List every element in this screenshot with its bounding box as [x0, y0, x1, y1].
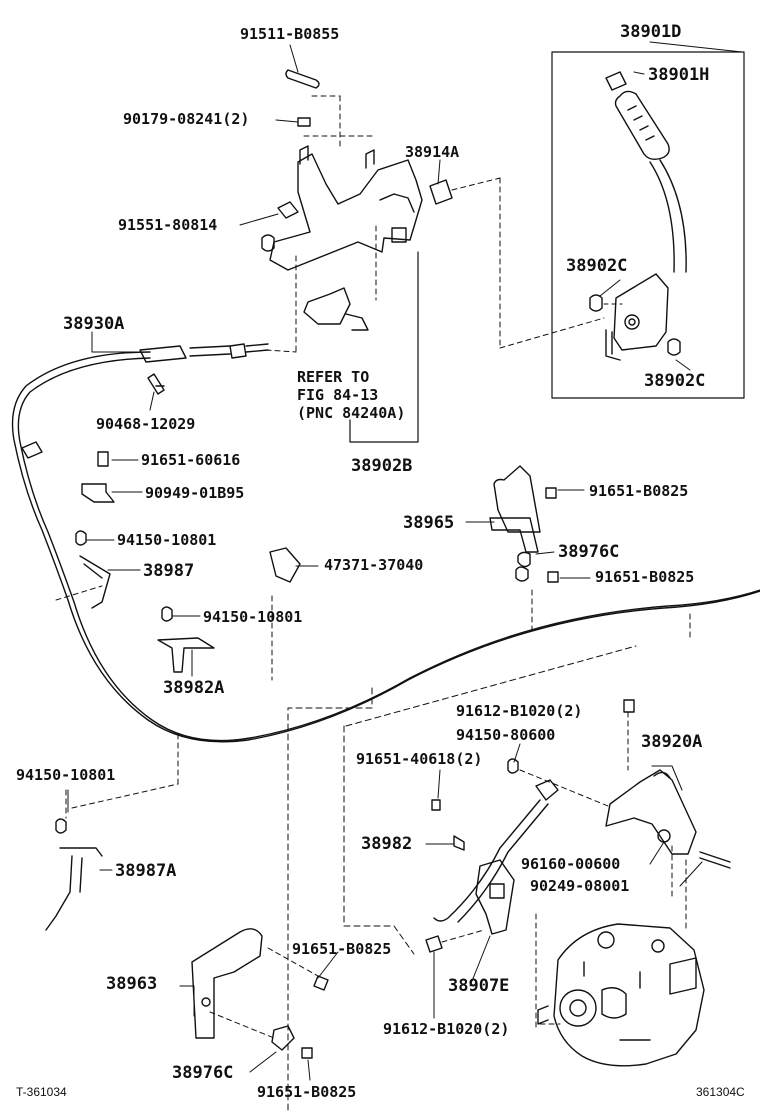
shift-bracket-illustration: [261, 69, 605, 443]
label-38982: 38982: [361, 834, 413, 854]
label-90468-12029: 90468-12029: [96, 415, 196, 433]
label-38965: 38965: [403, 513, 455, 533]
label-90949-01b95: 90949-01B95: [145, 484, 245, 502]
label-38914a: 38914A: [405, 143, 460, 161]
label-91651-40618: 91651-40618(2): [356, 750, 483, 768]
label-94150-80600: 94150-80600: [456, 726, 556, 744]
label-91651-b0825-a: 91651-B0825: [589, 482, 689, 500]
shift-lever-illustration: [589, 71, 687, 361]
label-38907e: 38907E: [448, 976, 510, 996]
label-38976c-b: 38976C: [172, 1063, 234, 1083]
label-38902b: 38902B: [351, 456, 413, 476]
label-91511-b0855: 91511-B0855: [240, 25, 340, 43]
footer-right-code: 361304C: [696, 1085, 745, 1099]
leader-lines: [67, 44, 703, 1081]
label-38976c: 38976C: [558, 542, 620, 562]
label-91651-b0825-c: 91651-B0825: [292, 940, 392, 958]
label-38920a: 38920A: [641, 732, 703, 752]
label-38930a: 38930A: [63, 314, 125, 334]
label-38987: 38987: [143, 561, 195, 581]
label-91651-b0825-b: 91651-B0825: [595, 568, 695, 586]
lever-assembly-box: [551, 41, 745, 399]
label-38982a: 38982A: [163, 678, 225, 698]
label-91612-b1020-b: 91612-B1020(2): [383, 1020, 510, 1038]
transmission-illustration: [537, 923, 705, 1067]
lower-frame-dashed: [287, 645, 637, 1112]
left-clips-illustration: [45, 451, 301, 931]
label-38987a: 38987A: [115, 861, 177, 881]
footer-left-code: T-361034: [16, 1085, 67, 1099]
refer-note: REFER TO FIG 84-13 (PNC 84240A): [297, 368, 406, 422]
label-47371-37040: 47371-37040: [324, 556, 424, 574]
label-90179-08241: 90179-08241(2): [123, 110, 250, 128]
bracket-38965-illustration: [489, 465, 691, 641]
label-96160-00600: 96160-00600: [521, 855, 621, 873]
label-94150-10801-a: 94150-10801: [117, 531, 217, 549]
bracket-38963-illustration: [191, 928, 329, 1059]
label-38902c-a: 38902C: [566, 256, 628, 276]
label-91612-b1020-a: 91612-B1020(2): [456, 702, 583, 720]
label-38901d: 38901D: [620, 22, 682, 42]
label-94150-10801-c: 94150-10801: [16, 766, 116, 784]
label-90249-08001: 90249-08001: [530, 877, 630, 895]
main-cable-illustration: [11, 343, 760, 743]
bracket-38907e-illustration: [425, 859, 537, 1031]
label-94150-10801-b: 94150-10801: [203, 608, 303, 626]
label-91651-b0825-d: 91651-B0825: [257, 1083, 357, 1101]
label-38902c-b: 38902C: [644, 371, 706, 391]
label-38963: 38963: [106, 974, 158, 994]
label-91651-60616: 91651-60616: [141, 451, 241, 469]
label-38901h: 38901H: [648, 65, 710, 85]
label-91551-80814: 91551-80814: [118, 216, 218, 234]
